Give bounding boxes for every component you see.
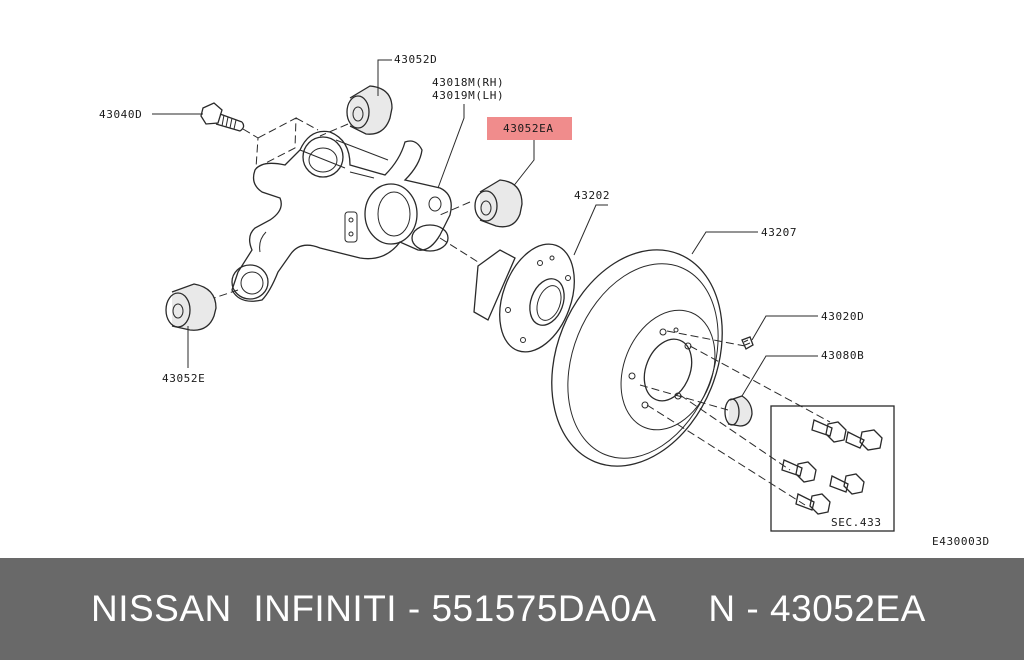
highlight-box-43052ea [487,117,572,140]
wheel-bolt-5 [795,493,831,515]
label-43052ea: 43052EA [503,122,554,135]
label-43202: 43202 [574,189,610,202]
label-43019m: 43019M(LH) [432,89,504,102]
label-43080b: 43080B [821,349,864,362]
bushing-43052d [346,85,393,135]
label-43020d: 43020D [821,310,864,323]
label-sec-433: SEC.433 [831,516,882,529]
part-number-caption: NISSAN INFINITI - 551575DA0A N - 43052EA [91,588,926,629]
label-43052d: 43052D [394,53,437,66]
disc-rotor-43207 [551,249,723,467]
label-43018m: 43018M(RH) [432,76,504,89]
screw-43020d [741,336,754,350]
wheel-bolt-1 [811,419,847,443]
wheel-bolt-3 [781,459,817,483]
wheel-bolt-2 [845,429,883,451]
footer-bar: NISSAN INFINITI - 551575DA0A N - 43052EA [0,558,1024,660]
label-43040d: 43040D [99,108,142,121]
sec-433-box [770,405,895,532]
parts-diagram: 43052D 43040D 43018M(RH) 43019M(LH) 4305… [99,53,990,548]
bolt-43040d [200,102,245,132]
bushing-43052ea [474,179,523,228]
diagram-code: E430003D [932,535,990,548]
knuckle-43018m [231,130,452,302]
label-43207: 43207 [761,226,797,239]
wheel-bolt-4 [829,473,865,495]
hub-43202 [473,243,575,353]
bushing-43052e [165,283,217,331]
label-43052e: 43052E [162,372,205,385]
cap-43080b [724,395,753,427]
